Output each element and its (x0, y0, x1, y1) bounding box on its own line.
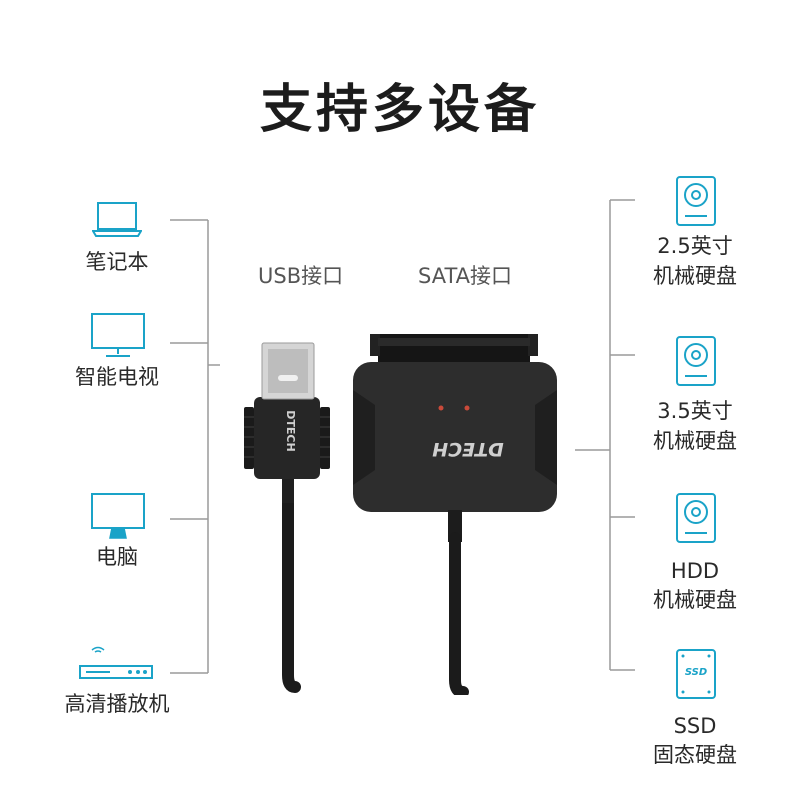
page-title: 支持多设备 (259, 80, 540, 140)
sata-port-label: SATA接口 (418, 264, 513, 288)
disk-label-2-5-line1: 2.5英寸 (657, 234, 733, 258)
hard-disk-icon (675, 335, 717, 387)
disk-label-ssd-line2: 固态硬盘 (653, 743, 737, 767)
sata-adapter (353, 334, 557, 695)
device-label-computer: 电脑 (96, 545, 138, 569)
usb-port-label: USB接口 (258, 264, 344, 288)
disk-label-hdd-line2: 机械硬盘 (653, 588, 737, 612)
adapter-brand-logo: DTECH (432, 438, 504, 460)
usb-brand-logo: DTECH (284, 410, 297, 452)
monitor-icon (90, 492, 146, 542)
disk-label-3-5-line1: 3.5英寸 (657, 399, 733, 423)
device-label-laptop: 笔记本 (85, 250, 149, 274)
laptop-icon (92, 200, 142, 238)
media-player-icon (78, 640, 154, 684)
left-connector-lines (170, 219, 220, 674)
device-label-smart-tv: 智能电视 (75, 365, 159, 389)
right-connector-lines (575, 199, 635, 671)
disk-label-hdd-line1: HDD (670, 559, 720, 583)
usb-cable (244, 342, 330, 693)
device-label-media-player: 高清播放机 (64, 692, 170, 716)
disk-label-3-5-line2: 机械硬盘 (653, 429, 737, 453)
hard-disk-icon (675, 175, 717, 227)
ssd-icon (675, 648, 717, 700)
smart-tv-icon (90, 312, 146, 360)
disk-label-ssd-line1: SSD (673, 714, 717, 738)
hard-disk-icon (675, 492, 717, 544)
disk-label-2-5-line2: 机械硬盘 (653, 264, 737, 288)
ssd-badge: SSD (684, 667, 708, 678)
